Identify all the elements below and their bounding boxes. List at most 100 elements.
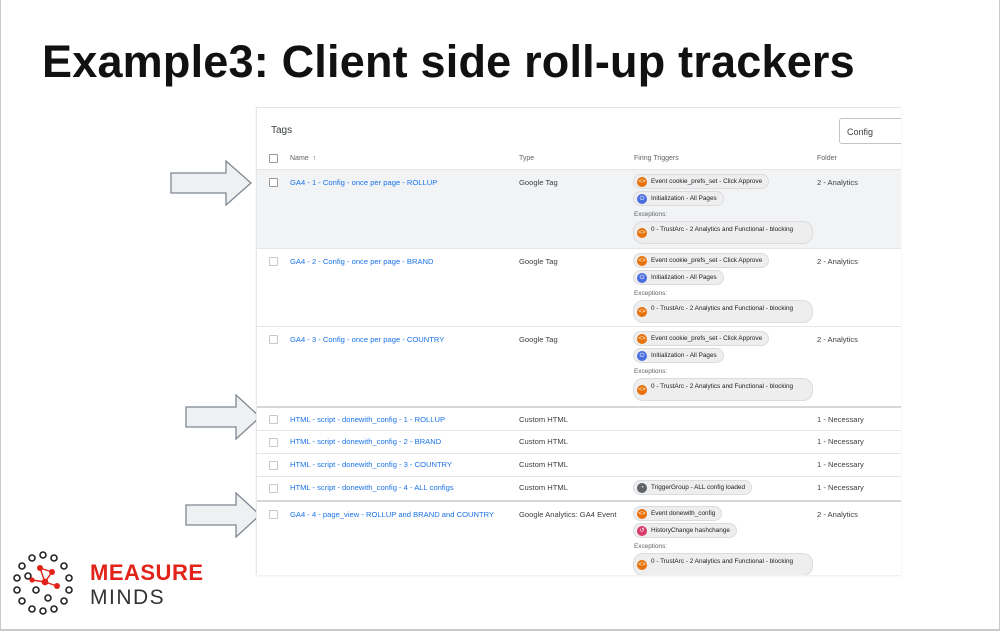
tag-name-link[interactable]: GA4 - 4 - page_view - ROLLUP and BRAND a… <box>290 510 494 519</box>
panel-header: Tags Config <box>257 108 901 150</box>
code-brackets-icon: <> <box>637 334 647 344</box>
trigger-chip[interactable]: <> Event donewith_config <box>633 506 723 521</box>
code-brackets-icon: <> <box>637 385 647 395</box>
row-checkbox[interactable] <box>269 257 278 266</box>
tag-name-link[interactable]: HTML - script - donewith_config - 1 - RO… <box>290 415 446 424</box>
code-brackets-icon: <> <box>637 509 647 519</box>
code-brackets-icon: <> <box>637 228 647 238</box>
trigger-chip-label: HistoryChange hashchange <box>651 527 730 534</box>
tag-type: Custom HTML <box>519 460 568 469</box>
tag-name-link[interactable]: HTML - script - donewith_config - 2 - BR… <box>290 437 442 446</box>
brand-name-line1: MEASURE <box>90 560 204 585</box>
code-brackets-icon: <> <box>637 307 647 317</box>
exception-chip[interactable]: <> 0 - TrustArc - 2 Analytics and Functi… <box>633 553 813 575</box>
table-row[interactable]: HTML - script - donewith_config - 2 - BR… <box>257 430 901 453</box>
exceptions-label: Exceptions: <box>634 211 668 218</box>
column-header-name-label: Name <box>290 155 309 162</box>
power-icon: ⏻ <box>637 194 647 204</box>
tag-type: Google Tag <box>519 257 558 266</box>
measure-minds-logo <box>13 551 73 615</box>
code-brackets-icon: <> <box>637 256 647 266</box>
trigger-chip[interactable]: <> Event cookie_prefs_set - Click Approv… <box>633 331 770 346</box>
row-checkbox[interactable] <box>269 484 278 493</box>
sort-ascending-icon: ↑ <box>312 155 317 162</box>
table-row[interactable]: HTML - script - donewith_config - 1 - RO… <box>257 406 901 430</box>
exception-chip-label: 0 - TrustArc - 2 Analytics and Functiona… <box>651 383 794 390</box>
slide-border-left <box>0 0 1 631</box>
column-header-folder[interactable]: Folder <box>817 155 837 162</box>
search-input[interactable]: Config <box>839 118 901 144</box>
tag-type: Google Analytics: GA4 Event <box>519 510 617 519</box>
trigger-chip[interactable]: ⏻ Initialization - All Pages <box>633 191 724 206</box>
tag-name-link[interactable]: HTML - script - donewith_config - 4 - AL… <box>290 483 454 492</box>
tag-type: Custom HTML <box>519 483 568 492</box>
trigger-chip-label: Event cookie_prefs_set - Click Approve <box>651 257 763 264</box>
power-icon: ⏻ <box>637 273 647 283</box>
tags-panel: Tags Config Name ↑ Type Firing Triggers … <box>256 107 901 575</box>
trigger-group-icon: ◔ <box>637 483 647 493</box>
exception-chip[interactable]: <> 0 - TrustArc - 2 Analytics and Functi… <box>633 378 813 401</box>
right-arrow-icon <box>185 394 261 440</box>
row-checkbox[interactable] <box>269 178 278 187</box>
trigger-chip-label: TriggerGroup - ALL config loaded <box>651 484 746 491</box>
exceptions-label: Exceptions: <box>634 368 668 375</box>
code-brackets-icon: <> <box>637 177 647 187</box>
exception-chip[interactable]: <> 0 - TrustArc - 2 Analytics and Functi… <box>633 300 813 323</box>
tag-name-link[interactable]: HTML - script - donewith_config - 3 - CO… <box>290 460 453 469</box>
exception-chip-label: 0 - TrustArc - 2 Analytics and Functiona… <box>651 226 794 233</box>
trigger-chip[interactable]: ↺ HistoryChange hashchange <box>633 523 737 538</box>
row-checkbox[interactable] <box>269 415 278 424</box>
tag-folder: 1 - Necessary <box>817 483 864 492</box>
table-row[interactable]: GA4 - 1 - Config - once per page - ROLLU… <box>257 169 901 248</box>
tag-type: Custom HTML <box>519 415 568 424</box>
tag-type: Custom HTML <box>519 437 568 446</box>
table-row[interactable]: GA4 - 4 - page_view - ROLLUP and BRAND a… <box>257 500 901 575</box>
right-arrow-icon <box>170 160 252 206</box>
slide-title: Example3: Client side roll-up trackers <box>42 36 855 87</box>
panel-title: Tags <box>271 125 293 136</box>
tag-folder: 2 - Analytics <box>817 178 858 187</box>
trigger-chip[interactable]: ◔ TriggerGroup - ALL config loaded <box>633 480 753 495</box>
exceptions-label: Exceptions: <box>634 290 668 297</box>
exception-chip-label: 0 - TrustArc - 2 Analytics and Functiona… <box>651 305 794 312</box>
column-header-name[interactable]: Name ↑ <box>290 155 316 162</box>
select-all-checkbox[interactable] <box>269 154 278 163</box>
trigger-chip-label: Event cookie_prefs_set - Click Approve <box>651 335 763 342</box>
trigger-chip-label: Event donewith_config <box>651 510 716 517</box>
column-header-firing-triggers[interactable]: Firing Triggers <box>634 155 679 162</box>
trigger-chip[interactable]: <> Event cookie_prefs_set - Click Approv… <box>633 174 770 189</box>
tag-folder: 2 - Analytics <box>817 335 858 344</box>
exception-chip-label: 0 - TrustArc - 2 Analytics and Functiona… <box>651 558 794 565</box>
tag-folder: 1 - Necessary <box>817 415 864 424</box>
tag-folder: 2 - Analytics <box>817 257 858 266</box>
code-brackets-icon: <> <box>637 560 647 570</box>
tag-name-link[interactable]: GA4 - 3 - Config - once per page - COUNT… <box>290 335 445 344</box>
row-checkbox[interactable] <box>269 461 278 470</box>
tag-type: Google Tag <box>519 178 558 187</box>
trigger-chip-label: Event cookie_prefs_set - Click Approve <box>651 178 763 185</box>
trigger-chip[interactable]: ⏻ Initialization - All Pages <box>633 348 724 363</box>
exceptions-label: Exceptions: <box>634 543 668 550</box>
trigger-chip-label: Initialization - All Pages <box>651 274 717 281</box>
slide-border-bottom <box>0 629 1000 631</box>
trigger-chip[interactable]: <> Event cookie_prefs_set - Click Approv… <box>633 253 770 268</box>
history-change-icon: ↺ <box>637 526 647 536</box>
row-checkbox[interactable] <box>269 335 278 344</box>
table-row[interactable]: HTML - script - donewith_config - 4 - AL… <box>257 476 901 500</box>
trigger-chip[interactable]: ⏻ Initialization - All Pages <box>633 270 724 285</box>
row-checkbox[interactable] <box>269 510 278 519</box>
column-header-type[interactable]: Type <box>519 155 535 162</box>
tag-name-link[interactable]: GA4 - 1 - Config - once per page - ROLLU… <box>290 178 438 187</box>
table-row[interactable]: HTML - script - donewith_config - 3 - CO… <box>257 453 901 476</box>
tag-folder: 1 - Necessary <box>817 460 864 469</box>
tag-name-link[interactable]: GA4 - 2 - Config - once per page - BRAND <box>290 257 434 266</box>
row-checkbox[interactable] <box>269 438 278 447</box>
right-arrow-icon <box>185 492 261 538</box>
tag-type: Google Tag <box>519 335 558 344</box>
brand-name-line2: MINDS <box>90 586 166 609</box>
trigger-chip-label: Initialization - All Pages <box>651 352 717 359</box>
tag-folder: 1 - Necessary <box>817 437 864 446</box>
table-row[interactable]: GA4 - 2 - Config - once per page - BRAND… <box>257 248 901 326</box>
table-row[interactable]: GA4 - 3 - Config - once per page - COUNT… <box>257 326 901 406</box>
exception-chip[interactable]: <> 0 - TrustArc - 2 Analytics and Functi… <box>633 221 813 244</box>
